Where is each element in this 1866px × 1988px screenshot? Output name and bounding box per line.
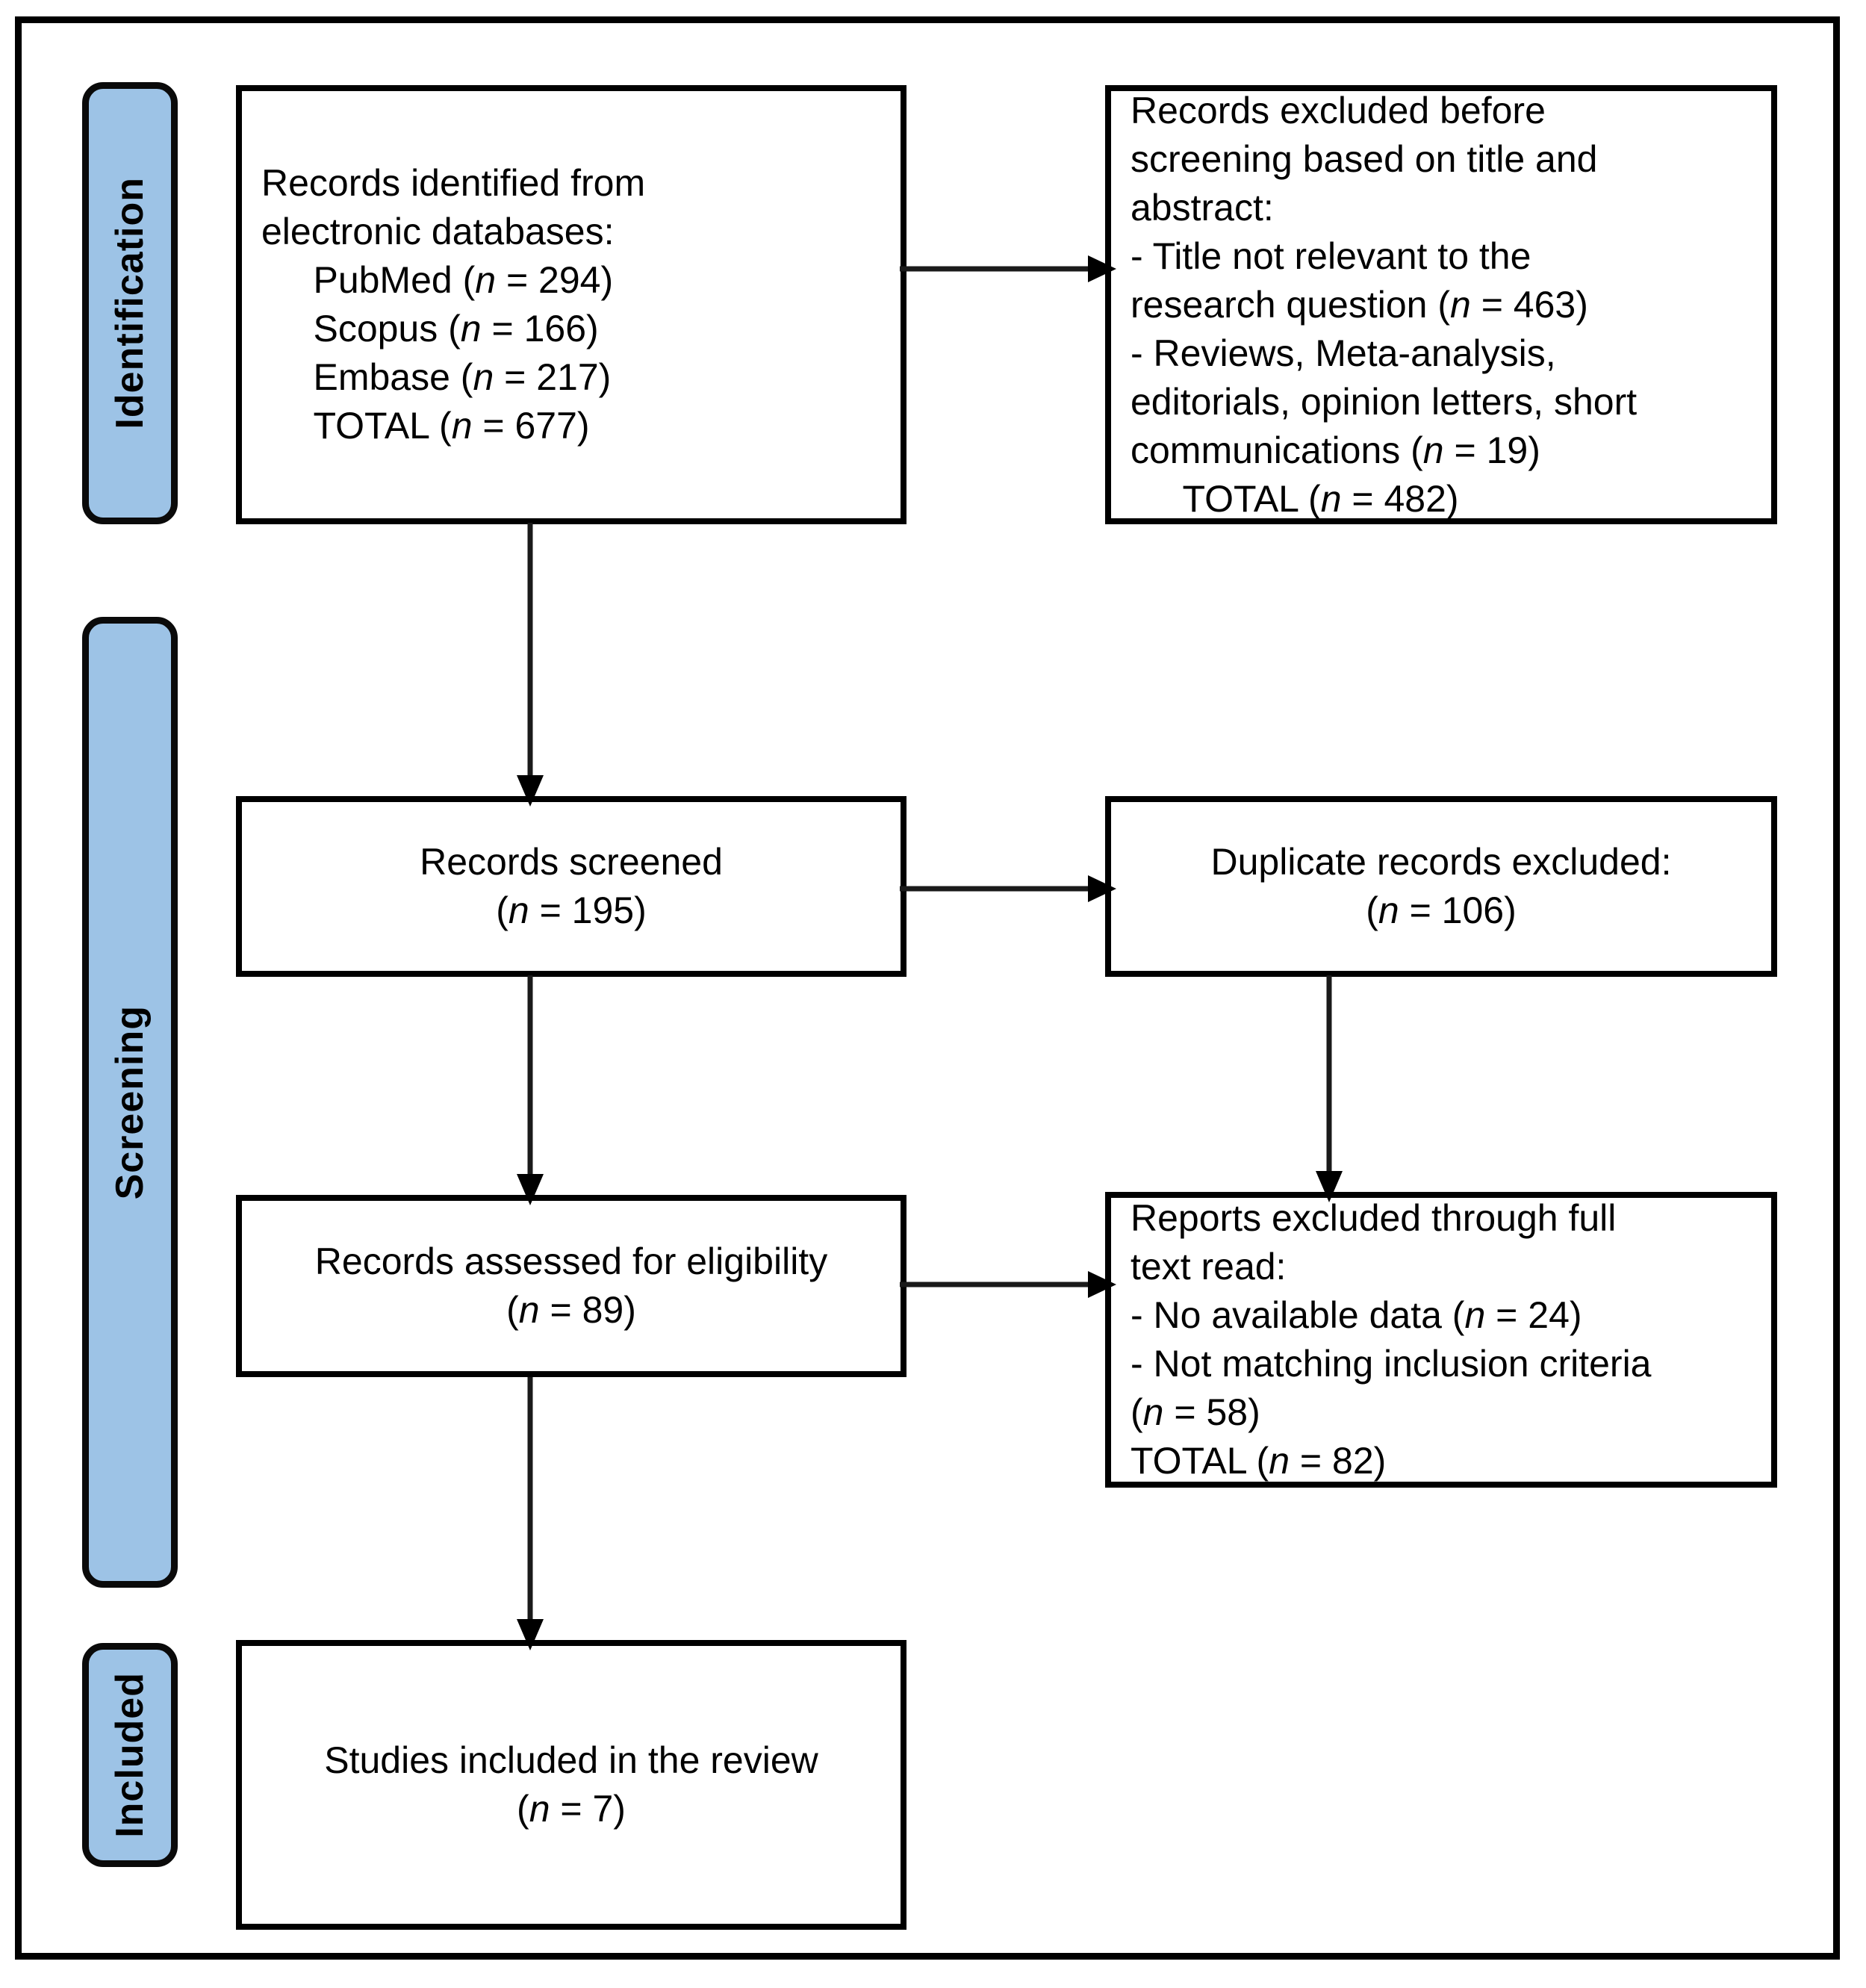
duplicate-records-excluded-box: Duplicate records excluded: (n = 106)	[1105, 796, 1777, 977]
arrow-right-icon-identified-to-excluded	[900, 254, 1116, 284]
studies-included-in-review-text: Studies included in the review (n = 7)	[324, 1739, 818, 1830]
records-identified-box: Records identified from electronic datab…	[236, 85, 906, 524]
reports-excluded-full-text-box: Reports excluded through full text read:…	[1105, 1192, 1777, 1488]
reports-excluded-full-text-text: Reports excluded through full text read:…	[1131, 1197, 1652, 1482]
studies-included-in-review-box: Studies included in the review (n = 7)	[236, 1640, 906, 1930]
records-screened-text: Records screened (n = 195)	[420, 841, 723, 931]
arrow-right-icon-screened-to-duplicates	[900, 874, 1116, 904]
records-screened-box: Records screened (n = 195)	[236, 796, 906, 977]
stage-label-included: Included	[108, 1672, 152, 1838]
diagram-frame	[15, 16, 1840, 1960]
records-excluded-before-screening-text: Records excluded before screening based …	[1131, 89, 1638, 520]
arrow-right-icon-eligibility-to-excluded-full	[900, 1270, 1116, 1299]
arrow-down-icon-eligibility-to-included	[515, 1377, 545, 1650]
arrow-down-icon-duplicates-to-excluded-full	[1314, 975, 1344, 1202]
arrow-down-icon-screened-to-eligibility	[515, 975, 545, 1205]
stage-band-screening: Screening	[82, 617, 178, 1588]
stage-band-included: Included	[82, 1643, 178, 1867]
records-assessed-for-eligibility-text: Records assessed for eligibility (n = 89…	[314, 1240, 828, 1331]
duplicate-records-excluded-text: Duplicate records excluded: (n = 106)	[1210, 841, 1672, 931]
stage-band-identification: Identification	[82, 82, 178, 524]
records-assessed-for-eligibility-box: Records assessed for eligibility (n = 89…	[236, 1195, 906, 1377]
arrow-down-icon-identified-to-screened	[515, 523, 545, 807]
records-identified-text: Records identified from electronic datab…	[261, 162, 646, 447]
stage-label-identification: Identification	[108, 177, 152, 429]
records-excluded-before-screening-box: Records excluded before screening based …	[1105, 85, 1777, 524]
stage-label-screening: Screening	[108, 1004, 152, 1200]
